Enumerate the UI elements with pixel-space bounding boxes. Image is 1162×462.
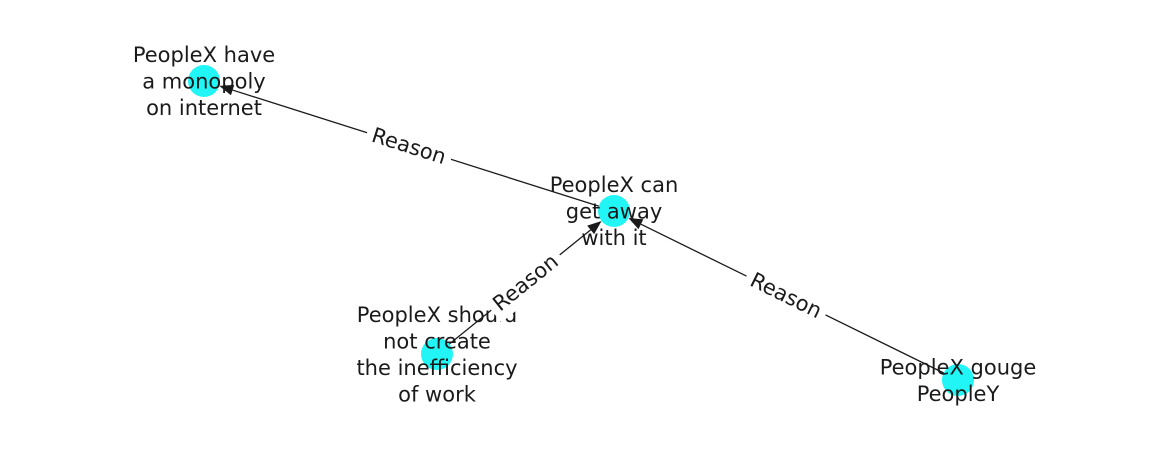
- node-label-line: PeopleX have: [133, 43, 275, 67]
- arrowhead-icon: [587, 221, 602, 235]
- node-monopoly: [188, 65, 220, 97]
- arrowhead-icon: [219, 84, 235, 96]
- edge-label-group: Reason: [739, 261, 833, 330]
- node-label-line: get away: [566, 200, 663, 224]
- nodes-layer: [188, 65, 974, 396]
- node-label-line: with it: [581, 226, 646, 250]
- edge-label: Reason: [488, 249, 563, 316]
- node-label-line: the inefficiency: [356, 356, 517, 380]
- node-gouge: [942, 364, 974, 396]
- edge-label-background: [739, 261, 833, 330]
- node-inefficiency: [421, 338, 453, 370]
- arrowhead-icon: [628, 218, 644, 230]
- node-label-line: on internet: [146, 96, 262, 120]
- node-label-line: of work: [398, 382, 477, 406]
- node-get-away: [598, 195, 630, 227]
- node-label-line: PeopleY: [917, 382, 1000, 406]
- node-label-line: not create: [383, 329, 491, 353]
- edge-label-background: [362, 117, 456, 175]
- edge-label-group: Reason: [481, 242, 570, 323]
- edge-label-group: Reason: [362, 117, 456, 175]
- node-label-line: PeopleX can: [550, 173, 679, 197]
- edge-label-background: [481, 242, 570, 323]
- node-label-line: PeopleX gouge: [880, 355, 1037, 379]
- node-label-line: a monopoly: [142, 70, 265, 94]
